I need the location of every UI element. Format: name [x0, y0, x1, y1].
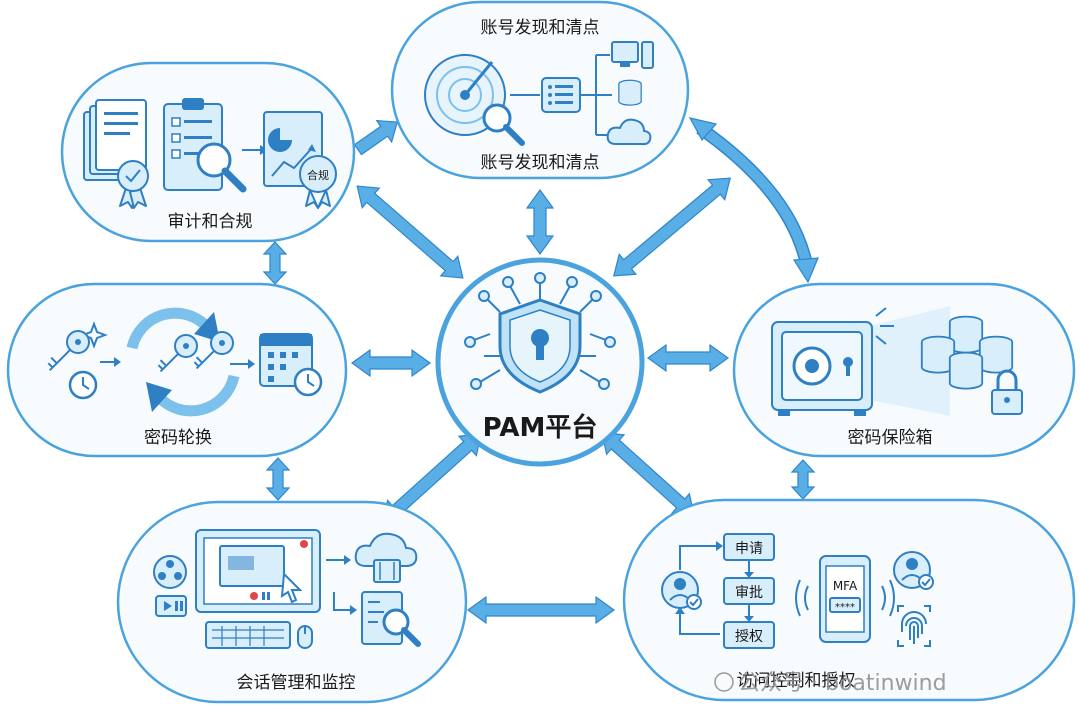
badge-check-icon: [117, 160, 149, 209]
cloud-icon: [606, 118, 652, 146]
rotate-cycle-icon: [126, 307, 240, 417]
rotation-title: 密码轮换: [144, 428, 212, 448]
cloud-storage-icon: [354, 532, 418, 583]
arrow-session-access: [466, 595, 616, 625]
watermark-text: 公众号 · boatinwind: [738, 671, 947, 696]
computer-icon: [611, 41, 654, 69]
discovery-title: 账号发现和清点: [481, 18, 600, 38]
step-apply: 申请: [723, 533, 775, 561]
fingerprint-icon: [897, 605, 931, 647]
session-title: 会话管理和监控: [237, 673, 356, 693]
node-audit-compliance[interactable]: 审计和合规: [60, 61, 356, 243]
arrow-discovery-vault: [688, 117, 819, 284]
arrow-audit-rotation: [262, 241, 288, 285]
discovery-subtitle: 账号发现和清点: [481, 153, 600, 173]
branch-lines: [580, 54, 612, 136]
clock-icon: [293, 367, 323, 397]
arrowhead: [114, 357, 121, 367]
arrowhead: [248, 359, 255, 369]
report-search-icon: [361, 591, 421, 647]
svg-text:****: ****: [835, 602, 855, 613]
svg-text:申请: 申请: [735, 541, 763, 557]
arrow-center-vault-diagonal: [612, 177, 732, 277]
flow-line: [679, 545, 716, 570]
safe-icon: [771, 307, 894, 416]
center-label: PAM平台: [483, 412, 598, 443]
sparkle-icon: [80, 321, 108, 349]
arrow-center-discovery: [525, 188, 555, 256]
mfa-phone-icon: MFA ****: [795, 555, 895, 643]
step-grant: 授权: [723, 621, 775, 649]
padlock-icon: [991, 369, 1023, 415]
svg-text:MFA: MFA: [833, 579, 858, 593]
play-pause-icon: [155, 595, 187, 617]
compliance-seal-icon: 合规: [299, 155, 337, 209]
key-icon: [47, 330, 90, 371]
clock-icon: [68, 370, 98, 400]
node-password-rotation[interactable]: 密码轮换: [6, 282, 348, 458]
list-icon: [541, 77, 581, 113]
keyboard-icon: [205, 621, 291, 649]
arrow-center-rotation: [350, 348, 432, 378]
node-pam-platform[interactable]: PAM平台: [435, 257, 645, 467]
documents-icon: [83, 99, 147, 181]
key-new-icon: [193, 331, 234, 370]
database-icon: [978, 335, 1014, 374]
access-title: 访问控制和授权: [737, 671, 856, 691]
step-approve: 审批: [723, 577, 775, 605]
arrow-center-vault: [646, 343, 730, 373]
watermark: 公众号 · boatinwind: [714, 671, 947, 696]
magnifier-icon: [196, 142, 247, 193]
arrowhead: [344, 555, 351, 565]
vault-title: 密码保险箱: [848, 428, 933, 448]
database-icon: [948, 351, 984, 390]
mouse-icon: [297, 625, 313, 649]
arrow-rotation-session: [265, 457, 291, 501]
arrow-vault-access: [790, 459, 816, 500]
database-icon: [618, 79, 642, 106]
key-old-icon: [157, 334, 198, 373]
film-reel-icon: [153, 555, 187, 589]
node-password-vault[interactable]: 密码保险箱: [732, 282, 1076, 458]
light-beam: [870, 306, 950, 416]
arrow-audit-discovery: [353, 119, 399, 156]
node-session-management[interactable]: 会话管理和监控: [116, 500, 468, 704]
circuit-lines: [464, 272, 616, 390]
arrowhead: [350, 605, 357, 615]
shield-lock-icon: [498, 298, 582, 394]
arrow-center-audit: [356, 185, 464, 279]
user-verified-icon: [893, 551, 934, 590]
compliance-badge-text: 合规: [307, 168, 329, 182]
svg-text:授权: 授权: [735, 629, 763, 645]
magnifier-icon: [482, 103, 525, 146]
node-account-discovery[interactable]: 账号发现和清点 账号发现和清点: [390, 0, 690, 180]
node-access-control[interactable]: 访问控制和授权 申请 审批 授权 MFA: [622, 498, 1076, 702]
svg-text:审批: 审批: [735, 585, 763, 601]
audit-title: 审计和合规: [168, 212, 253, 232]
monitor-icon: [195, 529, 321, 613]
